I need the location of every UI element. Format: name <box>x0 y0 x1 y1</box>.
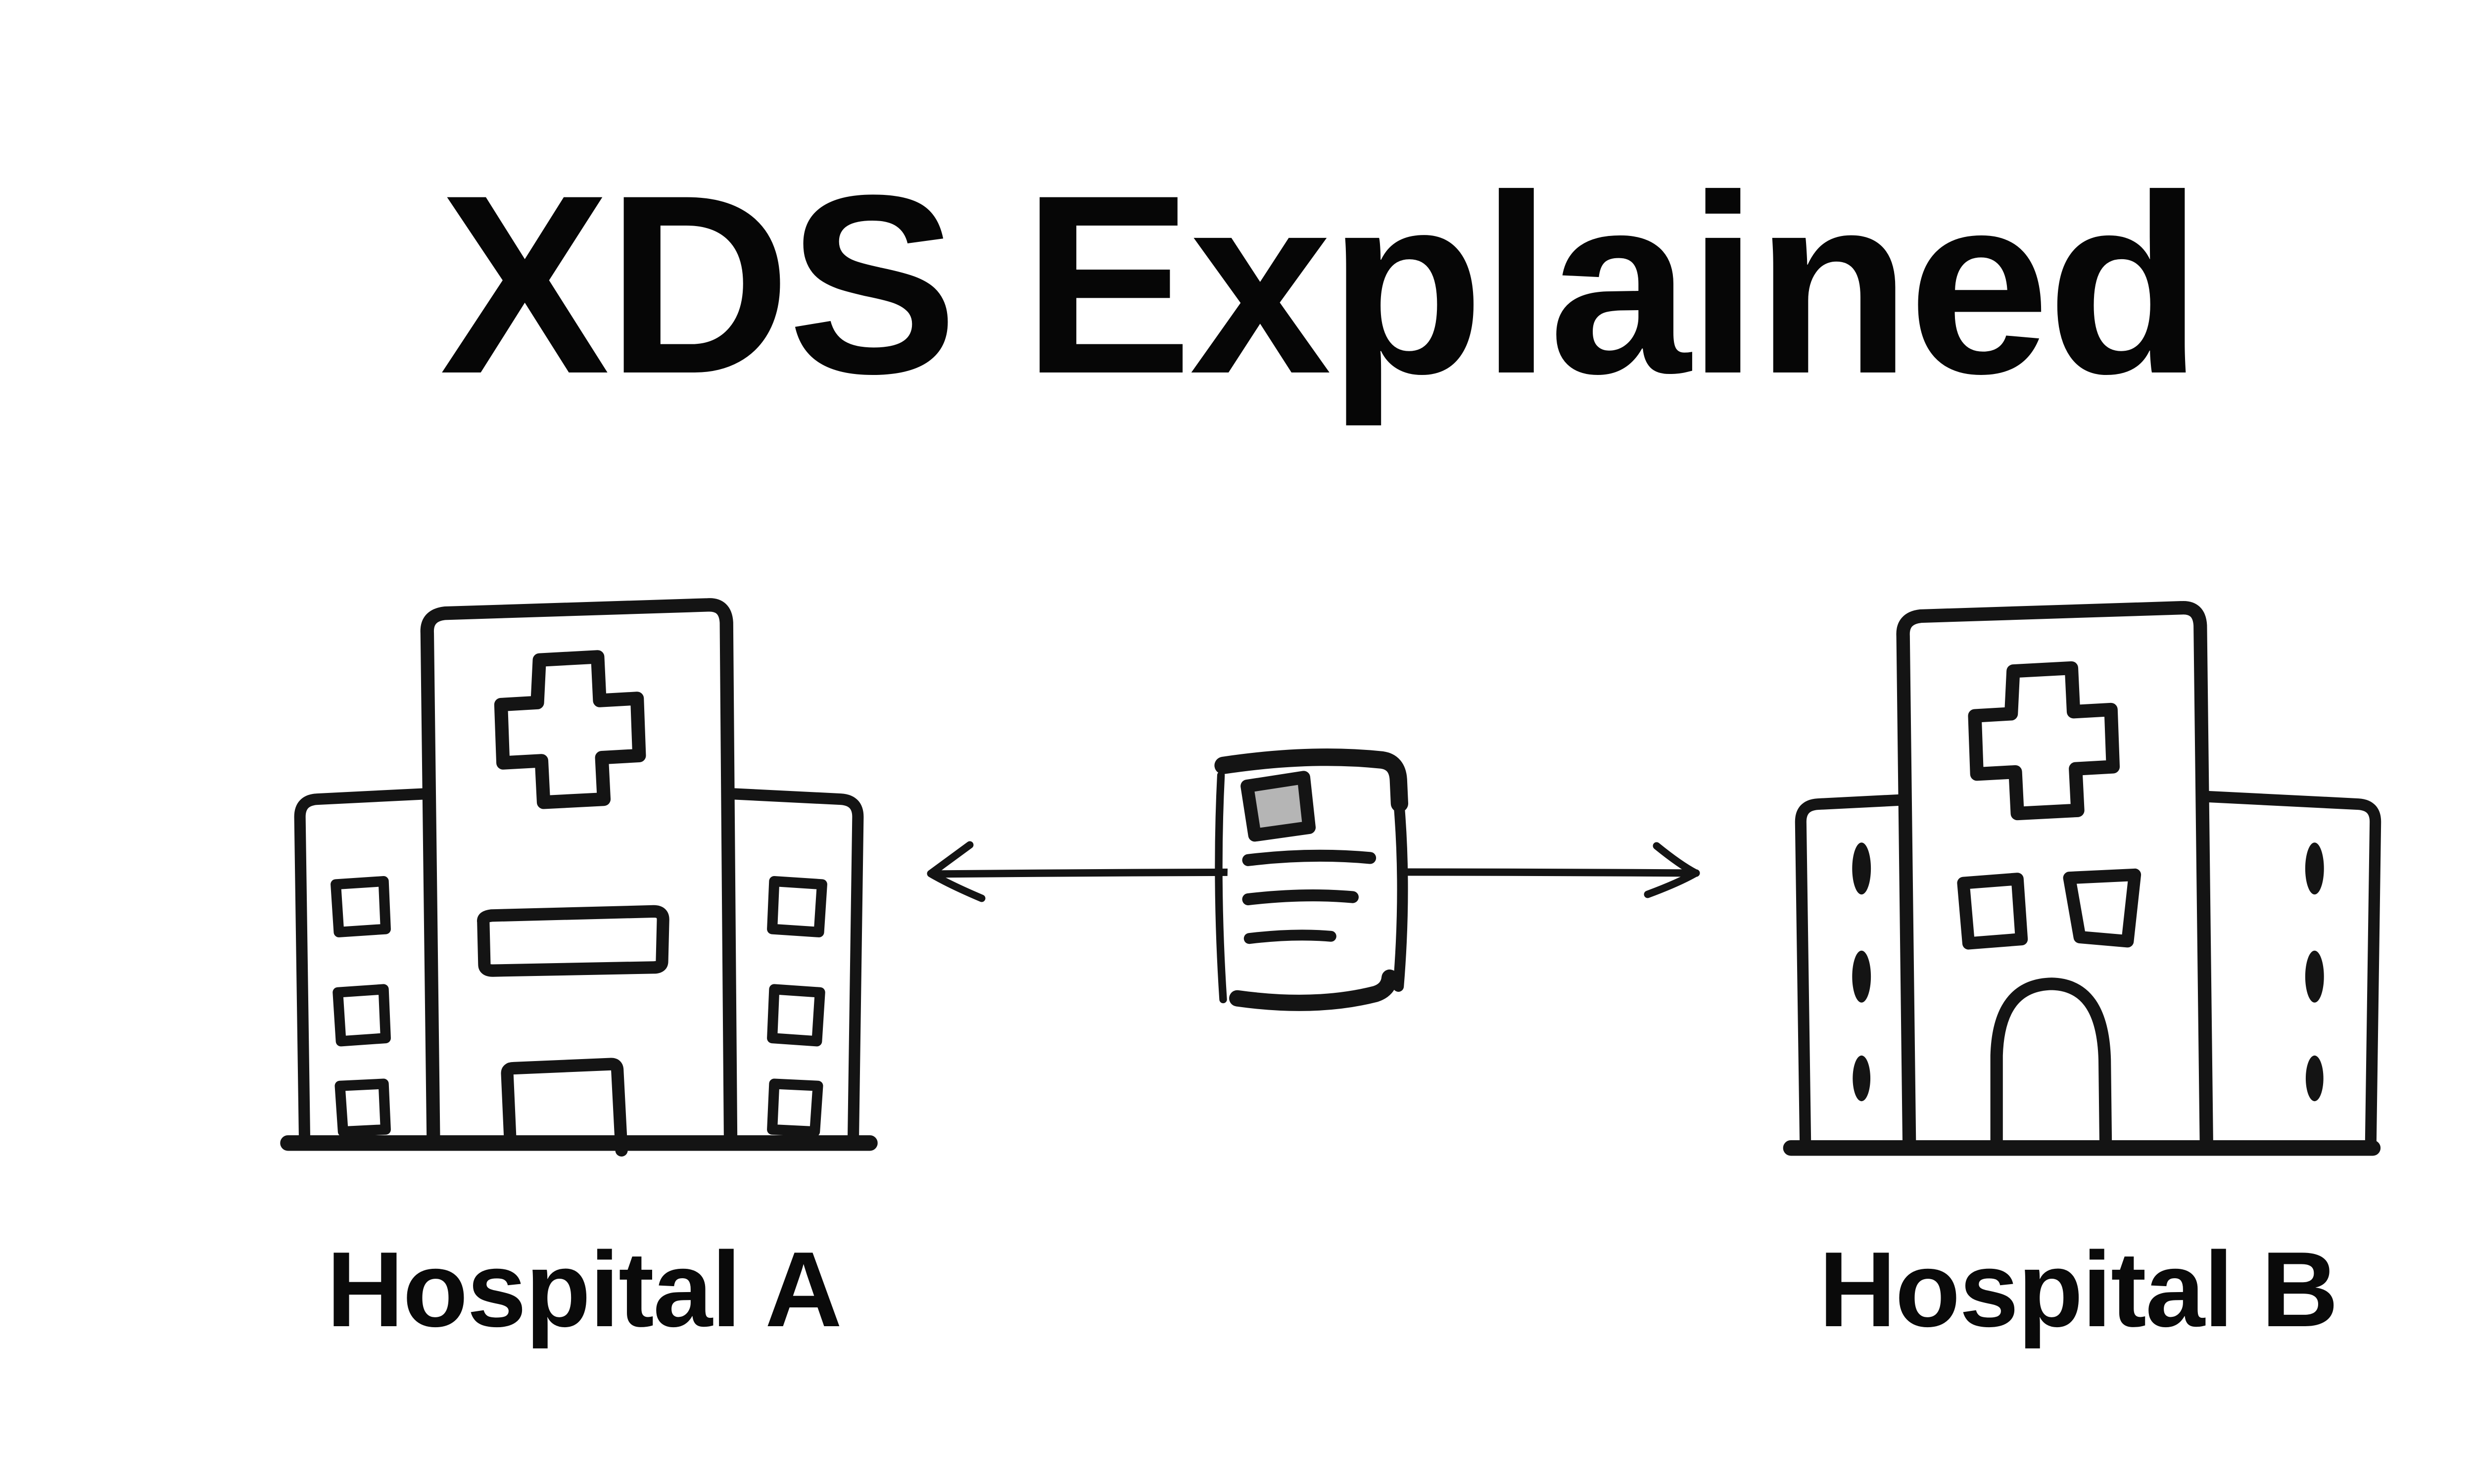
hospital-b-square-window <box>1957 873 2028 950</box>
hospital-a-window <box>767 1078 823 1137</box>
medical-cross-icon <box>494 650 646 809</box>
document-left-edge <box>1215 771 1227 1004</box>
document-text-line-2 <box>1242 889 1359 906</box>
hospital-a-sign <box>477 905 669 977</box>
hospital-b-window <box>1852 950 1871 1003</box>
hospital-a-window <box>334 1078 391 1137</box>
hospital-b-trapezoid-window <box>2063 868 2141 948</box>
hospital-a-label: Hospital A <box>326 1229 842 1349</box>
arrow-right-head <box>1644 842 1700 898</box>
hospital-a-window <box>331 876 391 937</box>
hospital-b-window <box>1852 842 1871 895</box>
medical-cross-icon <box>1968 661 2120 821</box>
page-title: XDS Explained <box>439 142 2203 427</box>
document-text-line-1 <box>1242 849 1377 866</box>
hospital-b-window <box>1853 1055 1871 1102</box>
hospital-a-door <box>501 1058 628 1157</box>
document-right-edge <box>1393 804 1408 992</box>
hospital-b-window <box>2305 950 2324 1003</box>
hospital-a-window <box>767 984 825 1047</box>
hospital-b-label: Hospital B <box>1818 1229 2338 1349</box>
hospital-b-right-wing <box>2186 790 2381 1153</box>
hospital-a-icon <box>280 598 878 1157</box>
hospital-b-arch-door <box>1990 977 2112 1155</box>
document-thumbnail <box>1240 771 1316 842</box>
hospital-b-window <box>2305 842 2324 895</box>
hospital-b-window <box>2305 1055 2324 1102</box>
hospital-a-window <box>333 984 391 1047</box>
hospital-b-icon <box>1783 601 2381 1156</box>
document-top-edge <box>1214 748 1408 812</box>
arrow-left-head <box>927 841 986 902</box>
document-bottom-edge <box>1229 969 1398 1011</box>
document-icon <box>1214 748 1408 1011</box>
hospital-a-window <box>767 876 827 937</box>
document-text-line-3 <box>1243 929 1336 944</box>
